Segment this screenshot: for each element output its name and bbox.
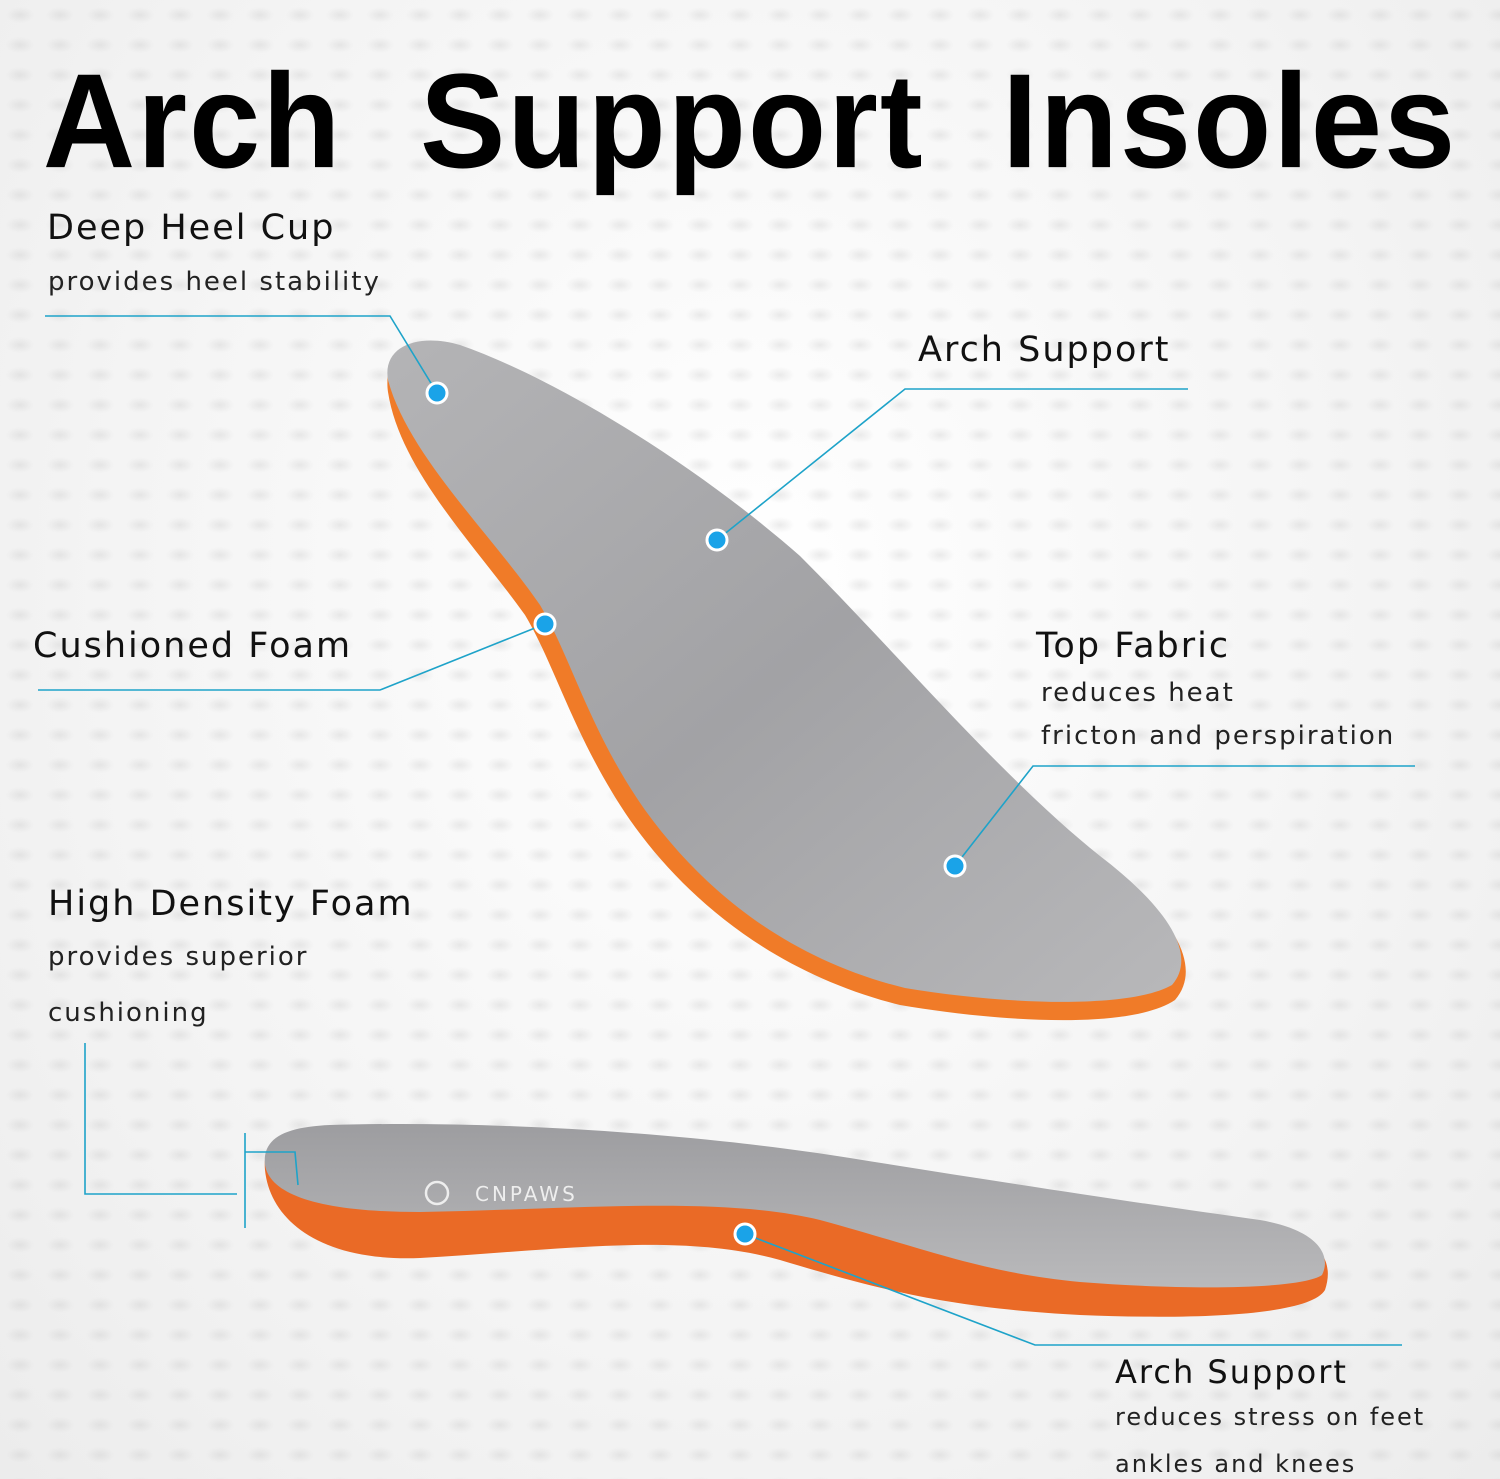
callout-arch-bottom-desc1: reduces stress on feet (1115, 1403, 1426, 1431)
callout-cushion-heading: Cushioned Foam (33, 626, 353, 666)
callout-density-desc2: cushioning (48, 998, 209, 1028)
callout-heel-desc: provides heel stability (48, 267, 381, 297)
side-insole: CNPAWS (264, 1123, 1328, 1317)
callout-density-heading: High Density Foam (48, 884, 414, 924)
callout-lines (38, 315, 1415, 1346)
top-insole (387, 340, 1186, 1021)
callout-arch-bottom-desc2: ankles and knees (1115, 1450, 1357, 1478)
callout-dots (425, 381, 967, 1246)
callout-fabric-desc2: fricton and perspiration (1041, 721, 1396, 751)
brand-logo-icon (424, 1180, 450, 1206)
fabric-side (264, 1123, 1325, 1288)
callout-density-desc1: provides superior (48, 942, 309, 972)
top-fabric-surface (387, 340, 1182, 1002)
brand-logo-text: CNPAWS (475, 1182, 578, 1206)
callout-fabric-desc1: reduces heat (1041, 678, 1235, 708)
page-title: Arch Support Insoles (42, 46, 1458, 197)
callout-arch-top-heading: Arch Support (918, 330, 1171, 370)
callout-heel-heading: Deep Heel Cup (47, 208, 336, 248)
callout-arch-bottom-heading: Arch Support (1115, 1353, 1348, 1391)
callout-fabric-heading: Top Fabric (1036, 626, 1231, 666)
